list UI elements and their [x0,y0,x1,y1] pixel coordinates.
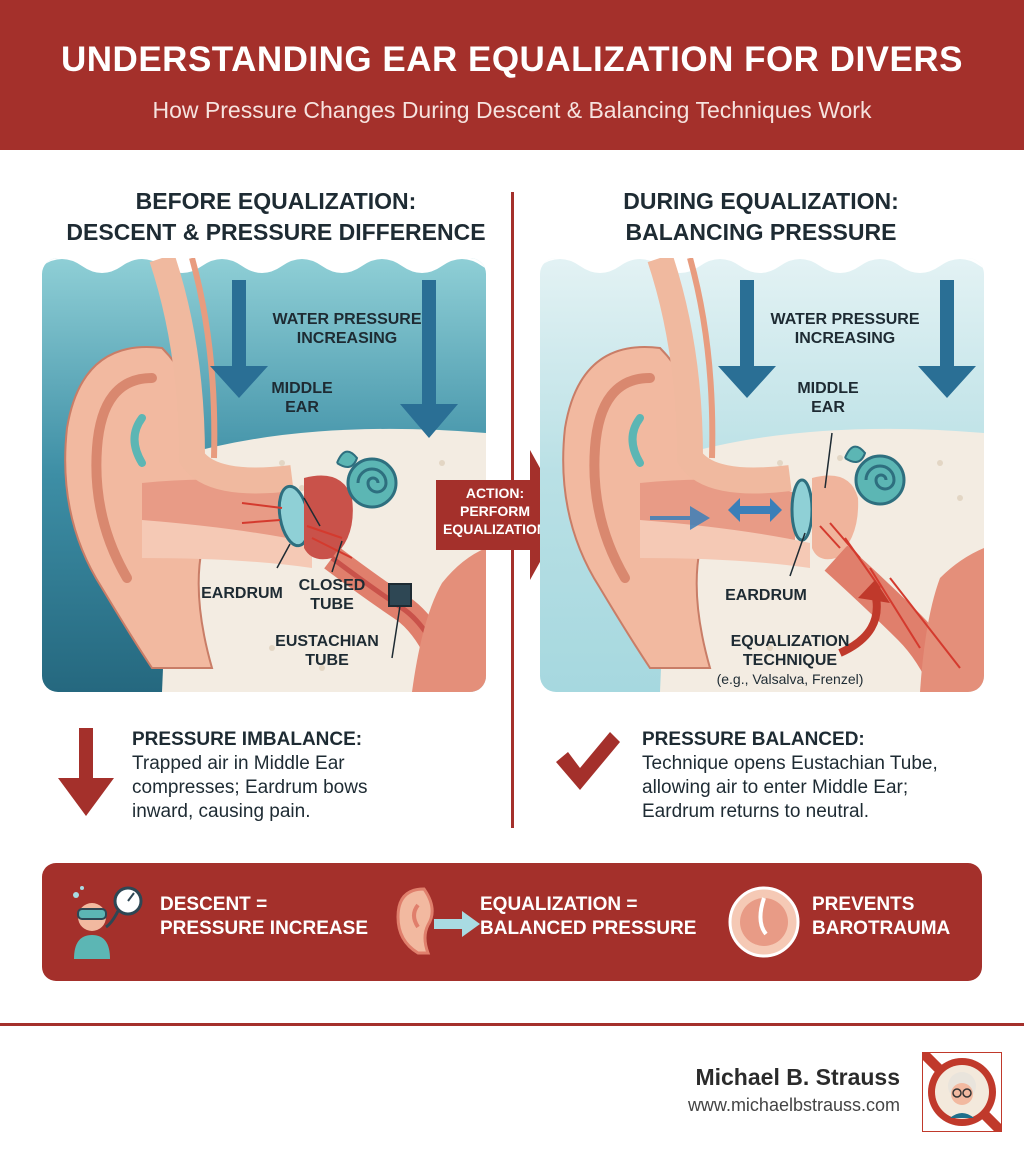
left-title-line-1: BEFORE EQUALIZATION: [135,188,417,214]
action-line-3: EQUALIZATION [443,521,547,537]
summary-barotrauma-line-2: BAROTRAUMA [812,918,951,939]
left-water-pressure-line-1: WATER PRESSURE [272,311,422,328]
left-water-pressure-label: WATER PRESSURE INCREASING [247,310,447,348]
summary-equalization-line-1: EQUALIZATION = [480,894,638,915]
author-url[interactable]: www.michaelbstrauss.com [687,1095,900,1115]
balanced-line-3: Eardrum returns to neutral. [642,801,870,822]
left-panel-title: BEFORE EQUALIZATION: DESCENT & PRESSURE … [46,186,506,248]
balanced-line-1: Technique opens Eustachian Tube, [642,753,938,774]
left-middle-ear-line-1: MIDDLE [271,380,333,397]
closed-tube-line-2: TUBE [310,596,354,613]
left-eardrum-label: EARDRUM [201,585,283,602]
right-middle-ear-line-1: MIDDLE [797,380,859,397]
during-equalization-illustration: WATER PRESSURE INCREASING MIDDLE EAR EAR… [540,258,984,692]
author-portrait-logo [922,1052,1002,1132]
pressure-imbalance-note: PRESSURE IMBALANCE: Trapped air in Middl… [132,728,367,824]
before-ear-anatomy-icon [42,258,486,692]
technique-examples: (e.g., Valsalva, Frenzel) [716,671,864,687]
summary-item-descent: DESCENT = PRESSURE INCREASE [160,893,368,941]
diver-gauge-icon [73,886,143,959]
pressure-balanced-heading: PRESSURE BALANCED: [642,729,865,750]
left-title-line-2: DESCENT & PRESSURE DIFFERENCE [66,219,486,245]
summary-banner: DESCENT = PRESSURE INCREASE EQUALIZATION… [42,863,982,981]
right-title-line-1: DURING EQUALIZATION: [623,188,899,214]
pressure-balanced-note: PRESSURE BALANCED: Technique opens Eusta… [642,728,938,824]
header-banner: UNDERSTANDING EAR EQUALIZATION FOR DIVER… [0,0,1024,150]
pressure-imbalance-heading: PRESSURE IMBALANCE: [132,729,363,750]
author-name: Michael B. Strauss [695,1064,900,1090]
right-middle-ear-label: MIDDLE EAR [778,379,878,417]
author-block: Michael B. Strauss www.michaelbstrauss.c… [688,1064,900,1116]
summary-barotrauma-line-1: PREVENTS [812,894,915,915]
right-water-pressure-label: WATER PRESSURE INCREASING [745,310,945,348]
technique-line-1: EQUALIZATION [730,633,850,650]
action-arrow: ACTION: PERFORM EQUALIZATION [430,450,570,580]
right-panel-title: DURING EQUALIZATION: BALANCING PRESSURE [531,186,991,248]
down-arrow-icon [58,728,114,816]
checkmark-icon [556,732,620,790]
imbalance-line-3: inward, causing pain. [132,801,311,822]
eustachian-tube-line-1: EUSTACHIAN [275,633,379,650]
summary-equalization-line-2: BALANCED PRESSURE [480,918,697,939]
imbalance-line-2: compresses; Eardrum bows [132,777,368,798]
imbalance-line-1: Trapped air in Middle Ear [132,753,345,774]
before-equalization-illustration: WATER PRESSURE INCREASING MIDDLE EAR EAR… [42,258,486,692]
action-text: ACTION: PERFORM EQUALIZATION [430,484,560,538]
summary-descent-line-1: DESCENT = [160,894,268,915]
right-water-pressure-line-1: WATER PRESSURE [770,311,920,328]
eustachian-tube-line-2: TUBE [305,652,349,669]
right-middle-ear-line-2: EAR [811,399,845,416]
page-title: UNDERSTANDING EAR EQUALIZATION FOR DIVER… [61,40,963,79]
closed-tube-line-1: CLOSED [298,577,366,594]
left-water-pressure-line-2: INCREASING [296,330,398,347]
closed-tube-label: CLOSED TUBE [282,576,382,614]
page-subtitle: How Pressure Changes During Descent & Ba… [152,97,872,123]
left-middle-ear-line-2: EAR [285,399,319,416]
right-water-pressure-line-2: INCREASING [794,330,896,347]
action-line-1: ACTION: [465,485,525,501]
summary-item-equalization: EQUALIZATION = BALANCED PRESSURE [480,893,696,941]
ear-arrow-icon [396,887,480,955]
during-ear-anatomy-icon [540,258,984,692]
eardrum-shield-icon [728,886,800,958]
right-title-line-2: BALANCING PRESSURE [625,219,897,245]
eustachian-tube-label: EUSTACHIAN TUBE [262,632,392,670]
equalization-technique-label: EQUALIZATION TECHNIQUE (e.g., Valsalva, … [690,632,890,689]
right-eardrum-label: EARDRUM [725,587,807,604]
technique-line-2: TECHNIQUE [742,652,838,669]
summary-item-barotrauma: PREVENTS BAROTRAUMA [812,893,950,941]
left-middle-ear-label: MIDDLE EAR [252,379,352,417]
action-line-2: PERFORM [460,503,530,519]
footer-divider [0,1023,1024,1026]
summary-descent-line-2: PRESSURE INCREASE [160,918,368,939]
right-arrow-icon [436,450,566,580]
balanced-line-2: allowing air to enter Middle Ear; [642,777,909,798]
